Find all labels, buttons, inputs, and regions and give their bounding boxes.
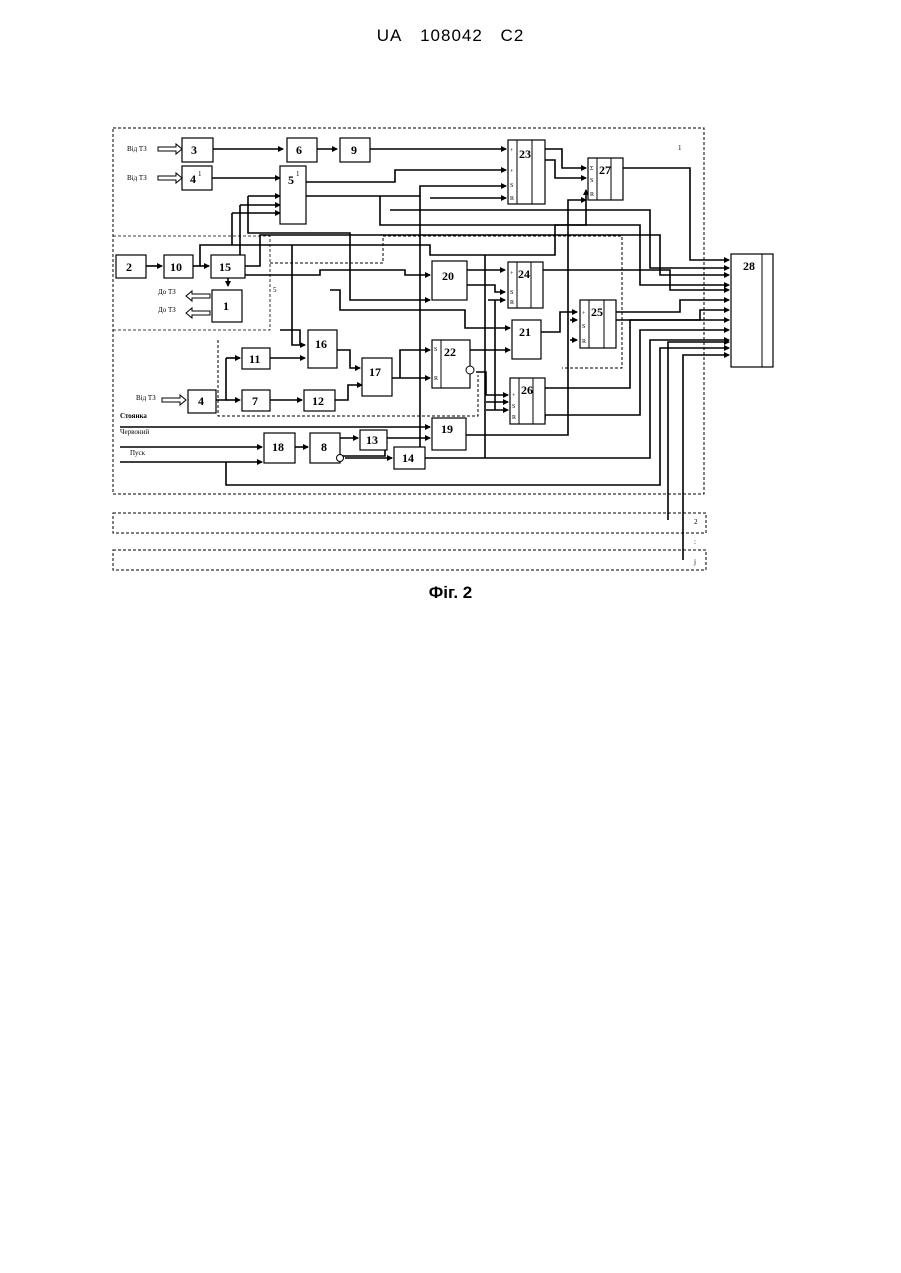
pin-27-r: R: [590, 192, 594, 198]
output-label-to-t3-a: До ТЗ: [158, 288, 176, 296]
figure-caption: Фіг. 2: [0, 583, 901, 603]
label-18: 18: [272, 440, 284, 454]
marker-label-5: 5: [273, 286, 277, 294]
label-22: 22: [444, 345, 456, 359]
label-14: 14: [402, 451, 414, 465]
label-2: 2: [126, 260, 132, 274]
group-label-1: 1: [678, 144, 682, 152]
input-arrow-4: [162, 395, 186, 405]
label-4prime: 4: [190, 172, 196, 186]
pin-27-s: S: [590, 178, 593, 184]
inner-frame-b: [270, 236, 383, 263]
input-label-from-t3-b: Від ТЗ: [127, 174, 147, 182]
label-24: 24: [518, 267, 530, 281]
label-13: 13: [366, 433, 378, 447]
label-3: 3: [191, 143, 197, 157]
input-arrow-3: [158, 144, 182, 154]
signal-labels: Від ТЗ Від ТЗ Від ТЗ До ТЗ До ТЗ Стоянка…: [120, 144, 698, 566]
block-3: [182, 138, 213, 162]
pin-23-r: R: [510, 196, 514, 202]
label-7: 7: [252, 394, 258, 408]
inverter-8: [337, 455, 344, 462]
wires: [120, 149, 729, 560]
inverter-22: [466, 366, 474, 374]
pin-24-r: R: [510, 300, 514, 306]
pin-26-r: R: [512, 415, 516, 421]
label-5prime-sup: 1: [296, 170, 300, 178]
label-17: 17: [369, 365, 381, 379]
pin-25-s: S: [582, 324, 585, 330]
signal-label-pusk: Пуск: [130, 449, 146, 457]
output-label-to-t3-b: До ТЗ: [158, 306, 176, 314]
input-arrow-4prime: [158, 173, 182, 183]
blocks: [116, 138, 773, 469]
output-arrow-a: [186, 291, 210, 301]
label-8: 8: [321, 440, 327, 454]
block-6: [287, 138, 317, 162]
label-19: 19: [441, 422, 453, 436]
output-arrow-b: [186, 308, 210, 318]
group-label-2: 2: [694, 518, 698, 526]
group-2-frame: [113, 513, 706, 533]
group-label-dots: :: [694, 538, 696, 546]
label-4prime-sup: 1: [198, 170, 202, 178]
label-15: 15: [219, 260, 231, 274]
pin-24-s: S: [510, 290, 513, 296]
pin-27-sum: Σ: [590, 166, 594, 172]
label-12: 12: [312, 394, 324, 408]
label-16: 16: [315, 337, 327, 351]
pin-22-r: R: [434, 376, 438, 382]
label-23: 23: [519, 147, 531, 161]
label-27: 27: [599, 163, 611, 177]
group-j-frame: [113, 550, 706, 570]
label-1: 1: [223, 299, 229, 313]
label-26: 26: [521, 383, 533, 397]
label-25: 25: [591, 305, 603, 319]
label-5prime: 5: [288, 173, 294, 187]
label-21: 21: [519, 325, 531, 339]
label-11: 11: [249, 352, 260, 366]
pin-25-r: R: [582, 339, 586, 345]
pin-23-s: S: [510, 183, 513, 189]
block-4prime: [182, 166, 212, 190]
input-label-from-t3-c: Від ТЗ: [136, 394, 156, 402]
label-6: 6: [296, 143, 302, 157]
pin-22-s: S: [434, 347, 437, 353]
label-10: 10: [170, 260, 182, 274]
label-28: 28: [743, 259, 755, 273]
pin-26-s: S: [512, 404, 515, 410]
signal-label-stoyanka: Стоянка: [120, 412, 147, 420]
signal-label-chervonyi: Червоний: [120, 428, 149, 436]
label-20: 20: [442, 269, 454, 283]
label-9: 9: [351, 143, 357, 157]
group-label-j: j: [693, 558, 696, 566]
input-label-from-t3-a: Від ТЗ: [127, 145, 147, 153]
label-4: 4: [198, 394, 204, 408]
